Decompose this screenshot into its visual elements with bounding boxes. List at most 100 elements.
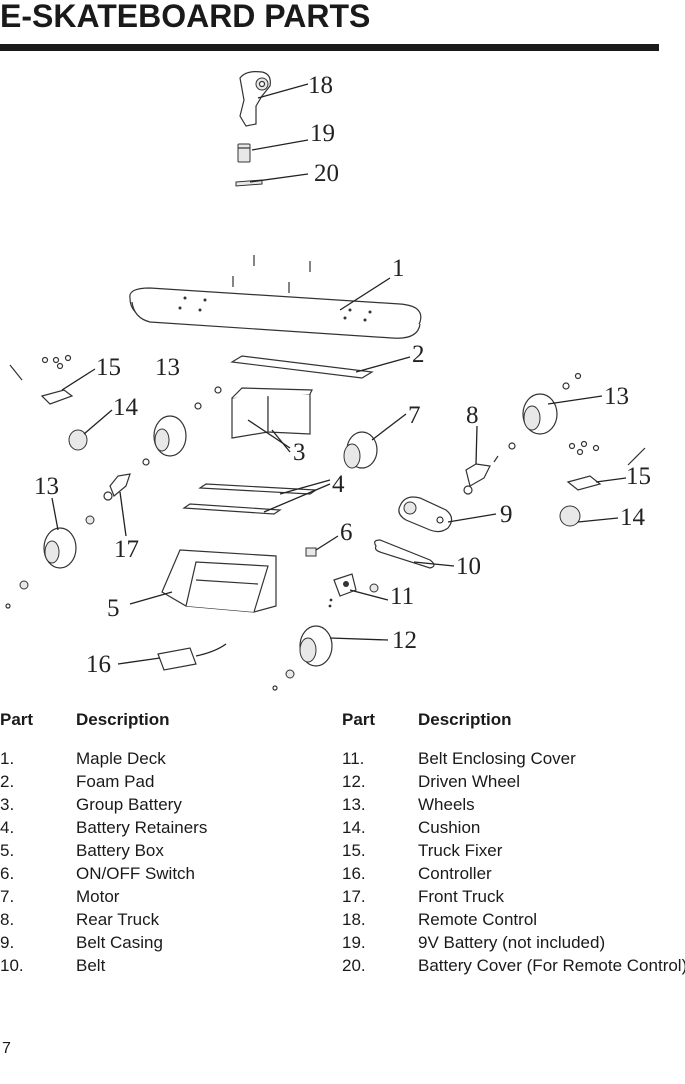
table-row: 7. Motor bbox=[0, 887, 345, 910]
part-description: Foam Pad bbox=[76, 772, 155, 791]
part-number: 8. bbox=[0, 910, 15, 929]
part-description: Group Battery bbox=[76, 795, 182, 814]
part-number: 9. bbox=[0, 933, 15, 952]
part-number: 16. bbox=[342, 864, 366, 883]
table-row: 6.ON/OFF Switch bbox=[0, 864, 345, 887]
part-description: ON/OFF Switch bbox=[76, 864, 196, 883]
remote-control-drawing bbox=[239, 71, 271, 127]
callout: 9 bbox=[500, 501, 513, 528]
page-title: E-SKATEBOARD PARTS bbox=[0, 0, 371, 34]
callout: 7 bbox=[408, 402, 421, 429]
part-number: 12. bbox=[342, 772, 366, 791]
part-description: Cushion bbox=[418, 818, 481, 837]
description-header: Description bbox=[76, 710, 170, 729]
parts-table-right: Part Description 11. Belt Enclosing Cover… bbox=[342, 710, 685, 975]
leader-lines bbox=[51, 83, 627, 665]
part-number: 14. bbox=[342, 818, 366, 837]
callout: 4 bbox=[332, 471, 345, 498]
front-truck-drawing bbox=[103, 473, 131, 501]
part-description: Motor bbox=[76, 887, 120, 906]
driven-wheel-drawing bbox=[299, 625, 333, 667]
table-header: Part Description bbox=[342, 710, 685, 732]
parts-table-left: Part Description 1. Maple Deck 2. Foam Pad… bbox=[0, 710, 345, 975]
table-row: 20. Battery Cover (For Remote Control) bbox=[342, 956, 685, 979]
page-number: 7 bbox=[2, 1040, 11, 1057]
part-number: 7. bbox=[0, 887, 15, 906]
callout: 14 bbox=[113, 394, 139, 421]
truck-fixer-right-drawing bbox=[566, 475, 602, 491]
part-number: 2. bbox=[0, 772, 15, 791]
truck-fixer-left-drawing bbox=[40, 389, 74, 405]
callout: 16 bbox=[86, 651, 111, 678]
part-description: Belt Enclosing Cover bbox=[418, 749, 576, 768]
part-number: 19. bbox=[342, 933, 366, 952]
callout: 13 bbox=[34, 473, 59, 500]
callout: 15 bbox=[626, 463, 651, 490]
part-number: 1. bbox=[0, 749, 15, 768]
callout: 8 bbox=[466, 402, 479, 429]
table-row: 9. Belt Casing bbox=[0, 933, 345, 956]
part-description: Battery Cover (For Remote Control) bbox=[418, 956, 685, 975]
nine-volt-battery-drawing bbox=[237, 143, 251, 163]
callout: 6 bbox=[340, 519, 353, 546]
callout: 19 bbox=[310, 120, 335, 147]
table-row: 18.Remote Control bbox=[342, 910, 685, 933]
table-row: 2. Foam Pad bbox=[0, 772, 345, 795]
callout: 12 bbox=[392, 627, 417, 654]
maple-deck-drawing bbox=[129, 287, 422, 339]
table-row: 10. Belt bbox=[0, 956, 345, 979]
exploded-parts-diagram: 18 19 20 1 2 15 13 14 3 7 8 13 13 4 15 9… bbox=[5, 71, 651, 691]
table-row: 17. Front Truck bbox=[342, 887, 685, 910]
part-number: 4. bbox=[0, 818, 15, 837]
callout-numbers: 18 19 20 1 2 15 13 14 3 7 8 13 13 4 15 9… bbox=[34, 72, 651, 678]
callout: 20 bbox=[314, 160, 339, 187]
group-battery-drawing bbox=[231, 387, 313, 439]
part-description: Battery Retainers bbox=[76, 818, 208, 837]
table-row: 1. Maple Deck bbox=[0, 749, 345, 772]
nuts-and-washers-drawing bbox=[5, 354, 600, 691]
callout: 13 bbox=[604, 383, 629, 410]
callout: 18 bbox=[308, 72, 333, 99]
part-number: 11. bbox=[342, 749, 365, 768]
table-row: 13. Wheels bbox=[342, 795, 685, 818]
part-description: Front Truck bbox=[418, 887, 504, 906]
part-number: 3. bbox=[0, 795, 15, 814]
callout: 1 bbox=[392, 255, 405, 282]
callout: 13 bbox=[155, 354, 180, 381]
part-description: Maple Deck bbox=[76, 749, 166, 768]
motor-drawing bbox=[343, 431, 378, 469]
part-description: Remote Control bbox=[418, 910, 538, 929]
rear-truck-drawing bbox=[463, 455, 499, 495]
table-row: 5.Battery Box bbox=[0, 841, 345, 864]
callout: 10 bbox=[456, 553, 481, 580]
table-row: 19.9V Battery (not included) bbox=[342, 933, 685, 956]
part-description: Rear Truck bbox=[76, 910, 160, 929]
on-off-switch-drawing bbox=[305, 547, 317, 557]
part-number: 17. bbox=[342, 887, 366, 906]
cushion-left-drawing bbox=[68, 429, 88, 451]
part-number: 10. bbox=[0, 956, 24, 975]
callout: 2 bbox=[412, 341, 425, 368]
deck-screws-drawing bbox=[232, 255, 311, 293]
part-description: Belt bbox=[76, 956, 106, 975]
callout: 14 bbox=[620, 504, 646, 531]
table-row: 14. Cushion bbox=[342, 818, 685, 841]
table-row: 15.Truck Fixer bbox=[342, 841, 685, 864]
callout: 3 bbox=[293, 439, 306, 466]
title-rule bbox=[0, 44, 659, 51]
part-number: 20. bbox=[342, 956, 366, 975]
callout: 11 bbox=[390, 583, 414, 610]
part-description: Controller bbox=[418, 864, 492, 883]
callout: 17 bbox=[114, 536, 139, 563]
part-description: Belt Casing bbox=[76, 933, 163, 952]
part-description: Wheels bbox=[418, 795, 475, 814]
table-row: 3. Group Battery bbox=[0, 795, 345, 818]
callout: 5 bbox=[107, 595, 120, 622]
belt-casing-drawing bbox=[398, 496, 453, 533]
table-row: 16. Controller bbox=[342, 864, 685, 887]
part-description: Truck Fixer bbox=[418, 841, 503, 860]
table-header: Part Description bbox=[0, 710, 345, 732]
battery-box-drawing bbox=[161, 549, 277, 613]
part-number: 13. bbox=[342, 795, 366, 814]
callout: 15 bbox=[96, 354, 121, 381]
